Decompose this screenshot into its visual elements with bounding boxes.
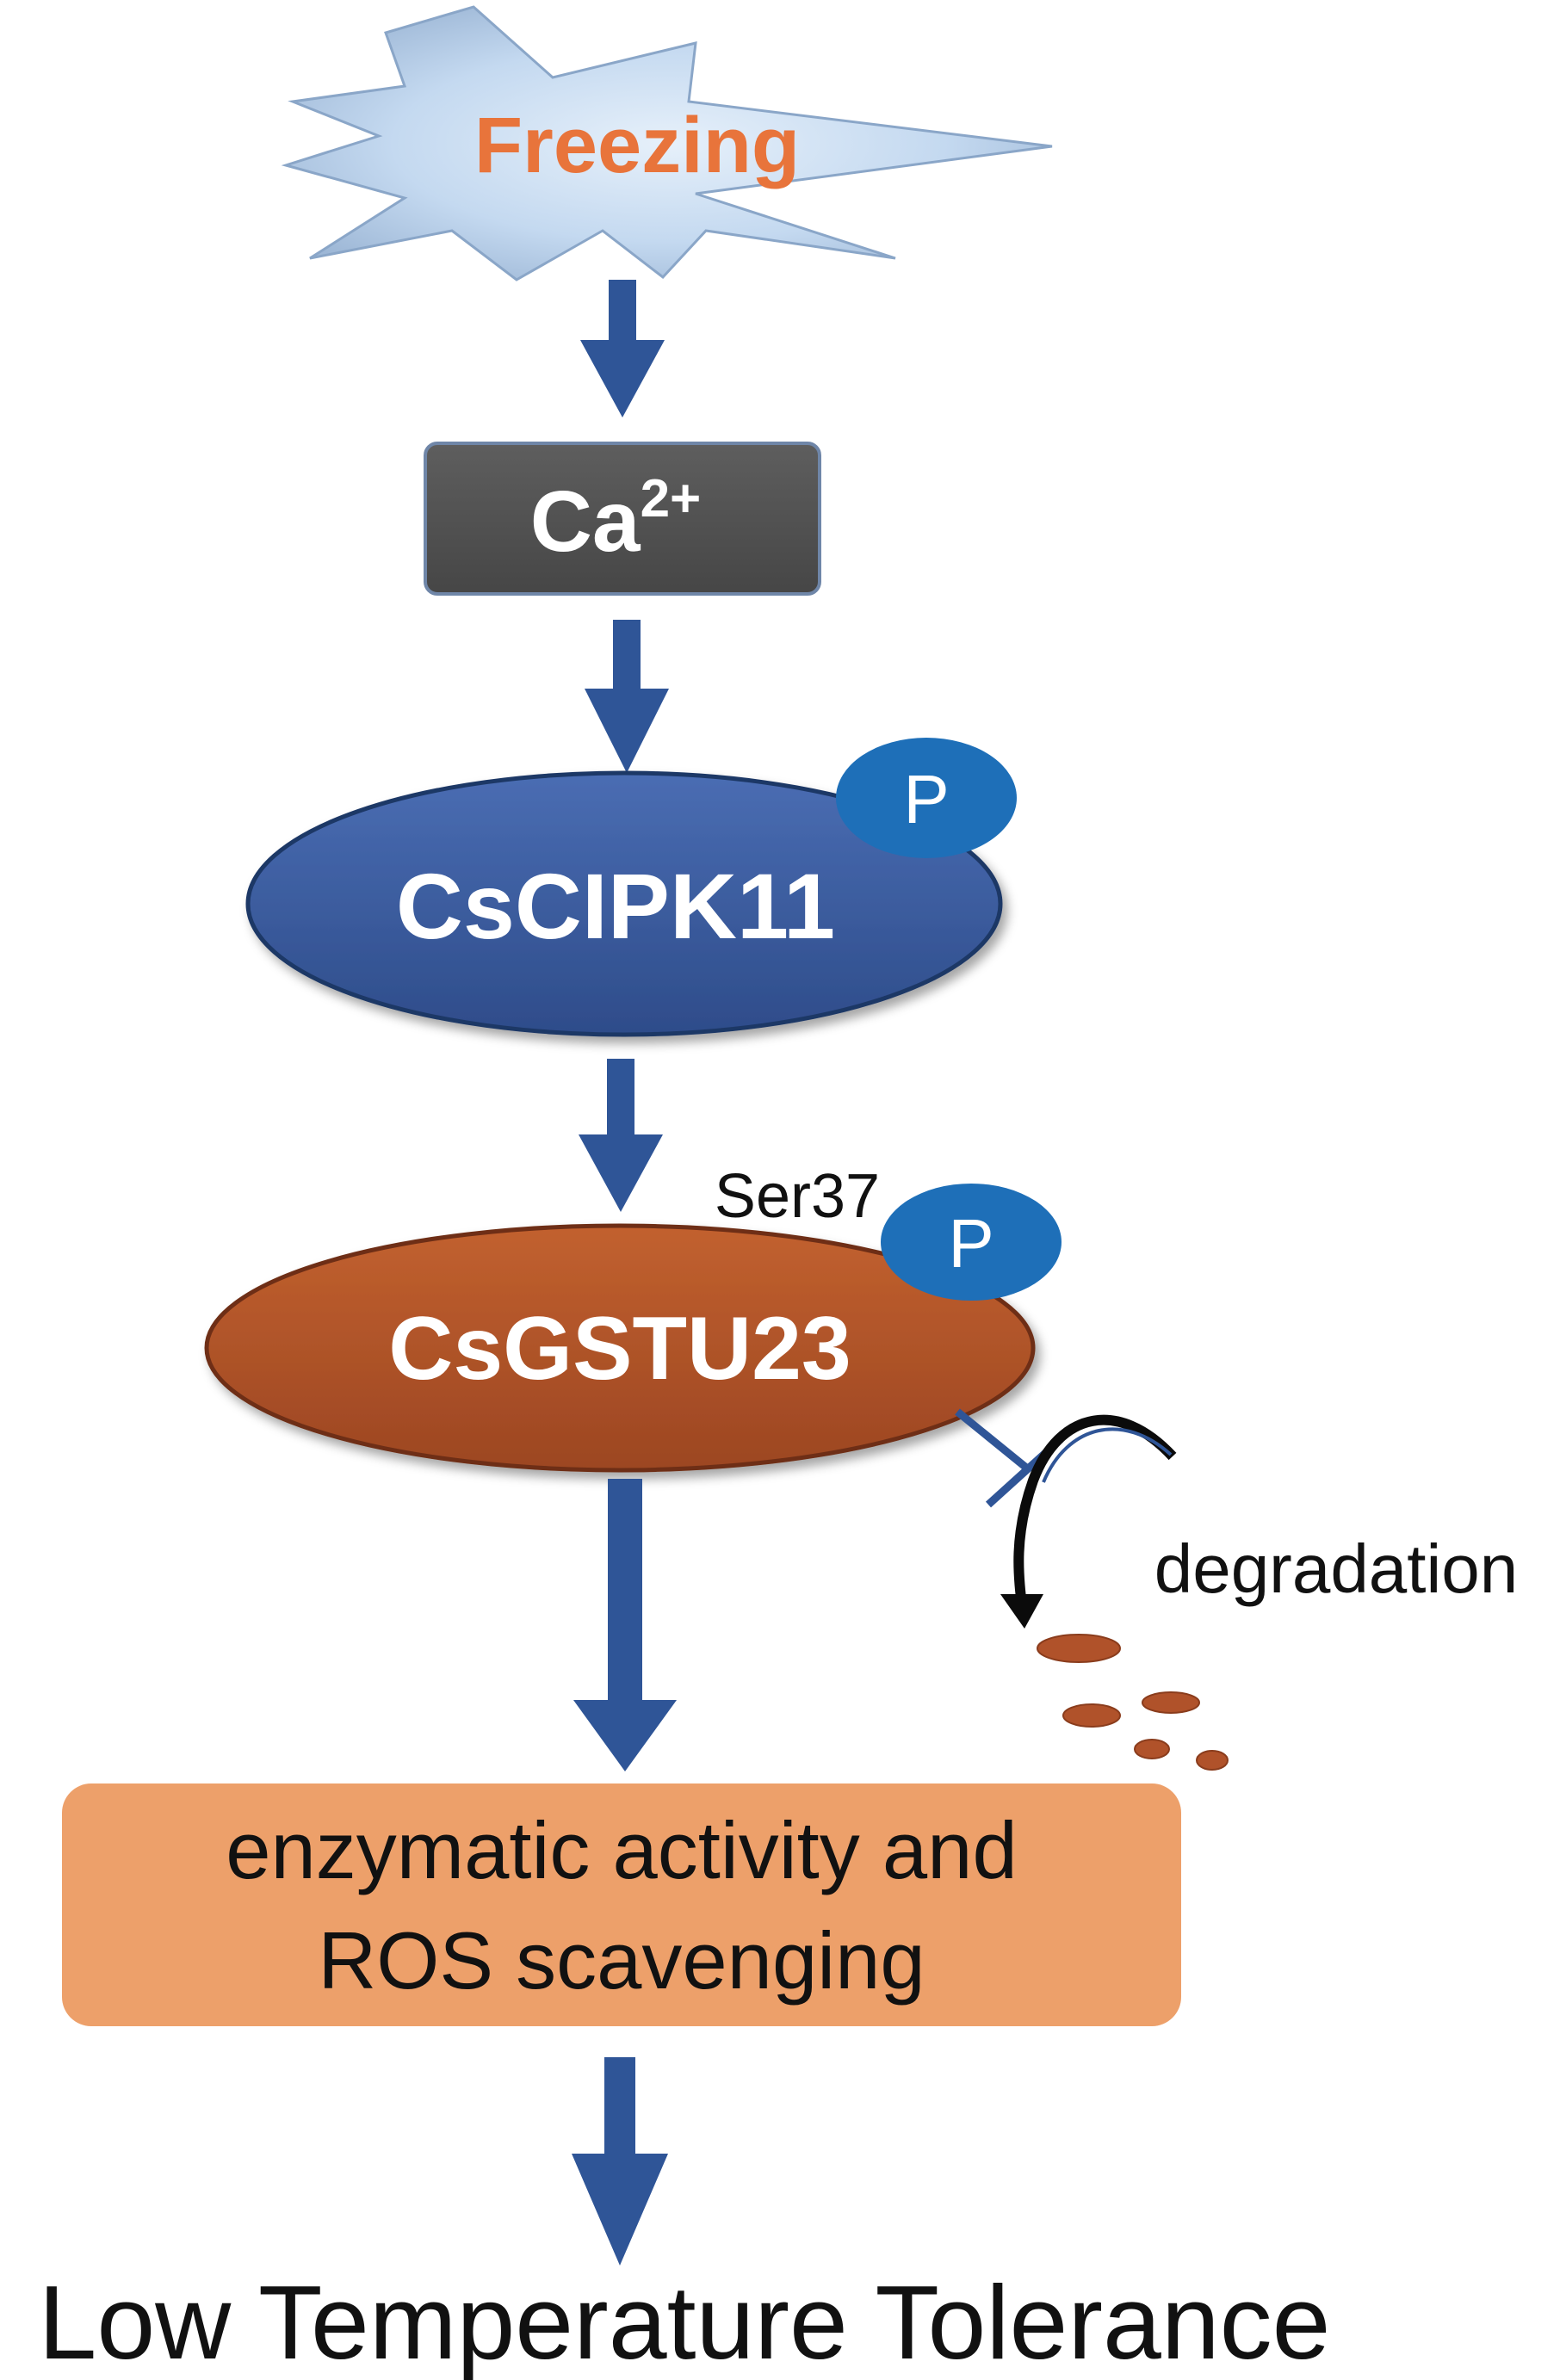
kinase-phospho-label: P [903, 761, 949, 838]
kinase-ellipse [245, 770, 1003, 1037]
activity-node: enzymatic activity and ROS scavenging [62, 1783, 1181, 2026]
freezing-burst-shape [281, 5, 1053, 281]
tolerance-label: Low Temperature Tolerance [38, 2264, 1330, 2380]
arrow-activity-to-tolerance [572, 2057, 668, 2266]
target-ellipse [204, 1223, 1036, 1473]
calcium-label: Ca2+ [530, 469, 702, 570]
target-phospho-badge [881, 1184, 1062, 1301]
calcium-box [424, 442, 821, 596]
target-label: CsGSTU23 [388, 1299, 851, 1399]
fragment [1134, 1739, 1170, 1759]
fragment [1142, 1691, 1200, 1714]
degraded-fragments [1037, 1634, 1229, 1771]
kinase-phospho-badge [836, 738, 1017, 858]
freezing-label: Freezing [474, 102, 800, 189]
fragment [1196, 1750, 1229, 1771]
calcium-node: Ca2+ [424, 442, 821, 596]
kinase-label: CsCIPK11 [396, 854, 835, 958]
target-phospho-label: P [948, 1205, 993, 1282]
freezing-stimulus: Freezing [281, 5, 1053, 281]
degradation-label: degradation [1154, 1530, 1519, 1607]
phospho-site-label: Ser37 [715, 1162, 880, 1231]
arrow-calcium-to-kinase [585, 620, 669, 773]
activity-box [62, 1783, 1181, 2026]
arrow-kinase-to-target [579, 1059, 663, 1212]
calcium-superscript: 2+ [641, 469, 702, 529]
activity-label-line1: enzymatic activity and [226, 1805, 1017, 1895]
degradation-arrow [1000, 1414, 1177, 1629]
activity-label-line2: ROS scavenging [318, 1915, 925, 2006]
target-node: CsGSTU23 P [204, 1184, 1062, 1473]
kinase-node: CsCIPK11 P [245, 738, 1017, 1037]
fragment [1037, 1634, 1121, 1663]
arrow-freezing-to-calcium [580, 280, 665, 417]
calcium-base: Ca [530, 473, 641, 570]
fragment [1062, 1703, 1121, 1728]
arrow-target-to-activity [573, 1479, 677, 1771]
